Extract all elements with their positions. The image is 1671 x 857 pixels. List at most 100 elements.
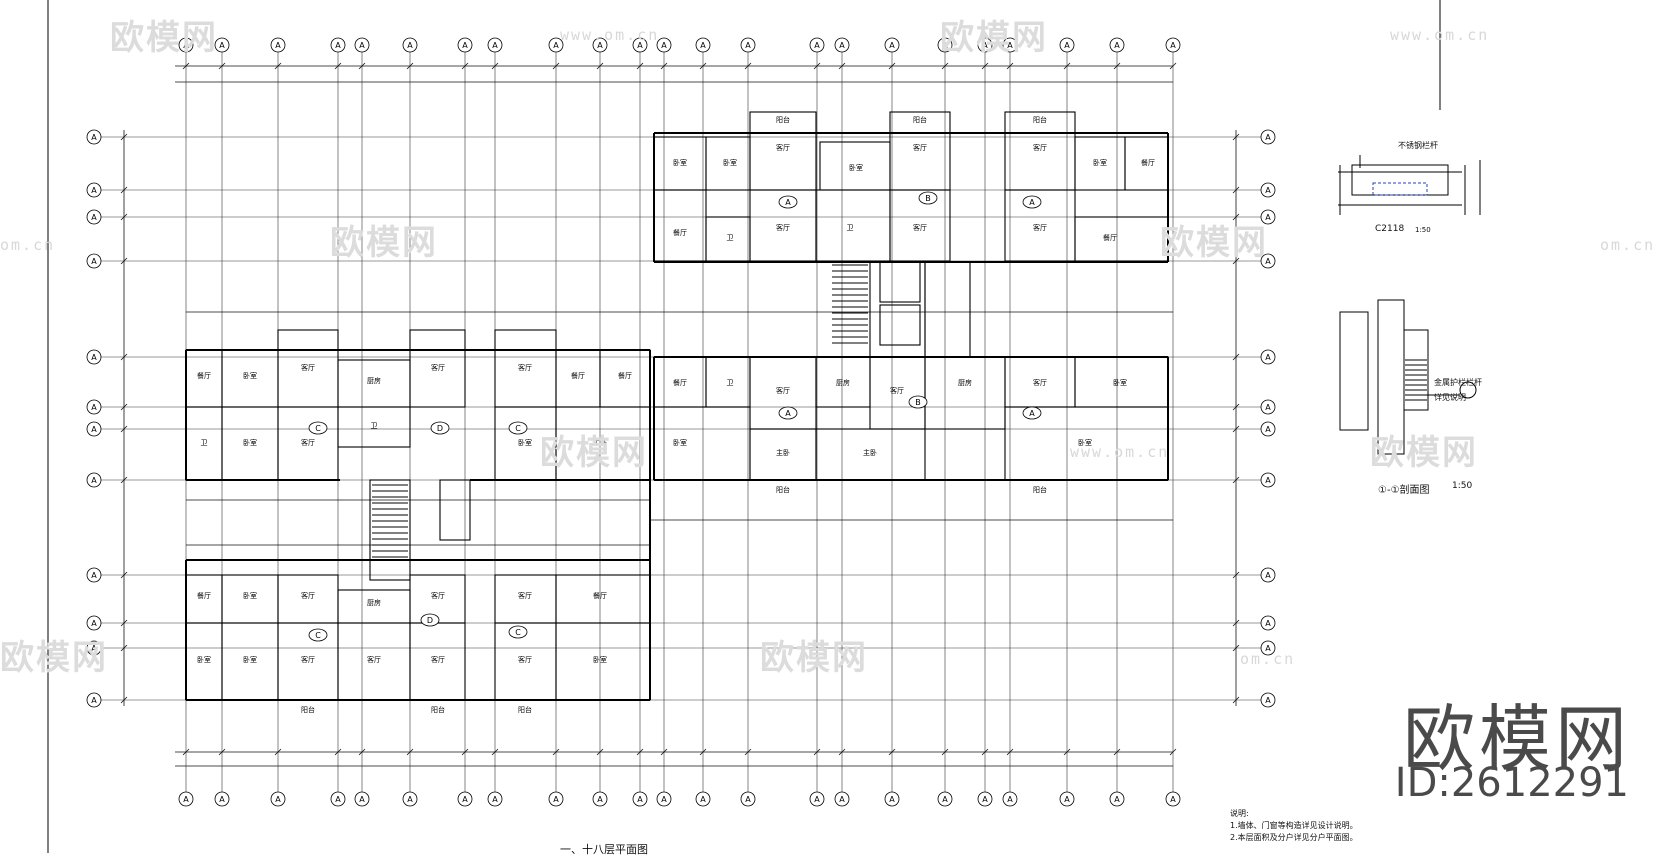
dimension-tick <box>461 62 469 70</box>
dimension-tick <box>596 62 604 70</box>
room-label: 客厅 <box>890 386 904 395</box>
axis-bubble <box>178 37 194 53</box>
room-label: 客厅 <box>1033 143 1047 152</box>
room-outline <box>337 406 411 448</box>
dimension-tick <box>552 62 560 70</box>
dimension-tick <box>120 133 128 141</box>
room-label: 餐厅 <box>593 591 607 600</box>
axis-tag: A <box>814 795 820 804</box>
axis-bubble <box>1260 567 1276 583</box>
room-label: 厨房 <box>836 378 850 387</box>
axis-bubble <box>86 421 102 437</box>
axis-tag: A <box>335 795 341 804</box>
dimension-tick <box>461 748 469 756</box>
room-outline <box>653 189 707 262</box>
room-label: 主卧 <box>863 448 877 457</box>
dimension-tick <box>1113 748 1121 756</box>
axis-bubble <box>1260 349 1276 365</box>
dimension-tick <box>981 748 989 756</box>
axis-tag: A <box>91 186 97 195</box>
axis-bubble <box>1260 253 1276 269</box>
room-label: 餐厅 <box>1141 158 1155 167</box>
watermark-logo: 欧模网 <box>760 638 868 678</box>
section-scale: 1:50 <box>1452 481 1473 491</box>
axis-bubble <box>86 615 102 631</box>
room-label: 阳台 <box>776 115 790 124</box>
model-id: ID:2612291 <box>1394 760 1629 806</box>
axis-bubble <box>592 37 608 53</box>
axis-bubble <box>632 37 648 53</box>
axis-bubble <box>354 791 370 807</box>
room-label: 客厅 <box>301 591 315 600</box>
dimension-tick <box>1232 133 1240 141</box>
axis-tag: A <box>1265 403 1271 412</box>
dimension-tick <box>744 62 752 70</box>
axis-tag: A <box>1265 186 1271 195</box>
axis-tag: A <box>91 133 97 142</box>
axis-bubble <box>86 472 102 488</box>
axis-tag: A <box>91 476 97 485</box>
room-label: 餐厅 <box>197 371 211 380</box>
axis-tag: A <box>91 425 97 434</box>
room-label: 卧室 <box>243 438 257 447</box>
axis-bubble <box>937 37 953 53</box>
axis-bubble <box>632 791 648 807</box>
dimension-tick <box>1232 353 1240 361</box>
dimension-tick <box>1169 62 1177 70</box>
axis-tag: A <box>91 403 97 412</box>
axis-tag: A <box>889 41 895 50</box>
axis-tag: A <box>91 619 97 628</box>
axis-tag: A <box>275 795 281 804</box>
axis-tag: A <box>1265 257 1271 266</box>
room-label: 客厅 <box>301 438 315 447</box>
room-label: 卫 <box>727 379 734 387</box>
dimension-tick <box>1232 425 1240 433</box>
room-outline <box>879 261 921 303</box>
dimension-tick <box>941 748 949 756</box>
axis-tag: A <box>1170 41 1176 50</box>
room-outline <box>1074 216 1169 262</box>
dimension-tick <box>1006 748 1014 756</box>
dimension-tick <box>1063 748 1071 756</box>
axis-tag: A <box>91 696 97 705</box>
axis-tag: A <box>942 795 948 804</box>
unit-tag-circle <box>308 421 328 435</box>
axis-tag: A <box>597 41 603 50</box>
unit-tag-circle <box>778 406 798 420</box>
dimension-tick <box>1232 403 1240 411</box>
axis-bubble <box>1059 791 1075 807</box>
room-label: 客厅 <box>518 591 532 600</box>
dimension-tick <box>941 62 949 70</box>
dimension-tick <box>182 748 190 756</box>
axis-bubble <box>592 791 608 807</box>
axis-bubble <box>1002 37 1018 53</box>
room-label: 客厅 <box>1033 378 1047 387</box>
axis-bubble <box>740 791 756 807</box>
dimension-tick <box>1006 62 1014 70</box>
axis-bubble <box>86 692 102 708</box>
axis-tag: A <box>661 795 667 804</box>
room-label: 客厅 <box>776 386 790 395</box>
section-title: ①-①剖面图 <box>1378 485 1430 496</box>
room-label: 客厅 <box>431 363 445 372</box>
room-label: 卧室 <box>723 158 737 167</box>
room-label: 餐厅 <box>571 371 585 380</box>
axis-bubble <box>1260 692 1276 708</box>
dimension-tick <box>218 748 226 756</box>
watermark-url: om.cn <box>1600 236 1656 254</box>
axis-bubble <box>1109 37 1125 53</box>
axis-tag: A <box>700 41 706 50</box>
dimension-tick <box>334 748 342 756</box>
note-line: 1.墙体、门窗等构造详见设计说明。 <box>1230 821 1358 830</box>
room-outline <box>555 406 651 481</box>
axis-bubble <box>330 37 346 53</box>
axis-tag: A <box>1265 133 1271 142</box>
room-label: 卧室 <box>243 371 257 380</box>
axis-bubble <box>977 791 993 807</box>
room-label: 客厅 <box>518 655 532 664</box>
axis-bubble <box>402 37 418 53</box>
axis-tag: A <box>183 41 189 50</box>
room-label: 卧室 <box>593 655 607 664</box>
dimension-tick <box>888 62 896 70</box>
room-label: 客厅 <box>913 223 927 232</box>
